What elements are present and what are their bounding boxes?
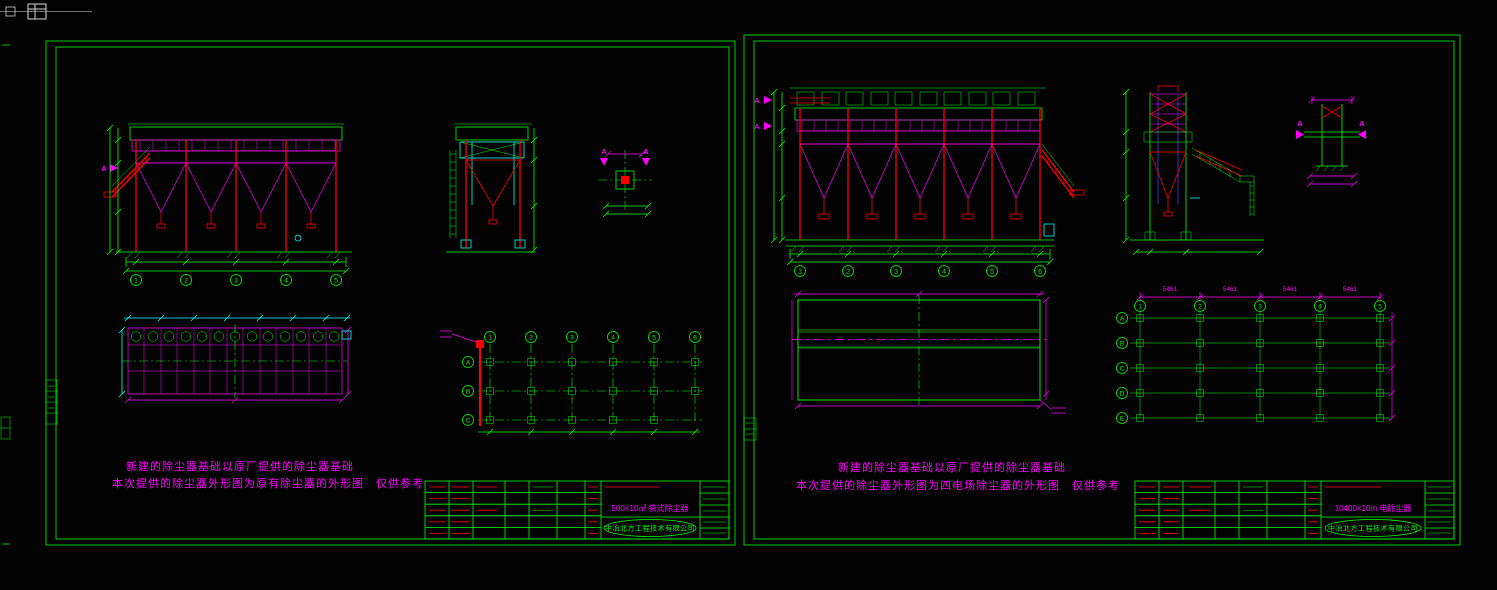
left-edge-table xyxy=(45,379,58,425)
right-sheet: A A 1 2 3 4 5 6 xyxy=(743,34,1461,546)
axis-label: 4 xyxy=(942,269,946,276)
right-notes: 新建的除尘器基础以原厂提供的除尘器基础 本次提供的除尘器外形图为四电场除尘器的外… xyxy=(796,460,1120,492)
plan-leader xyxy=(1039,399,1066,414)
axis-label: 5 xyxy=(334,278,338,285)
axis-label: 5 xyxy=(990,269,994,276)
section-label: A xyxy=(643,147,649,156)
axis-label: 1 xyxy=(488,335,492,342)
zone-marks xyxy=(0,44,11,545)
left-foundation-plan: 1 2 3 4 5 6 A B C xyxy=(440,330,702,436)
left-sheet: A 1 2 3 4 5 A xyxy=(45,40,736,546)
roof-equipment xyxy=(796,91,1036,106)
axis-label: 4 xyxy=(284,278,288,285)
note-line: 新建的除尘器基础以原厂提供的除尘器基础 xyxy=(838,460,1066,474)
axis-label: 4 xyxy=(611,335,615,342)
right-elevation-axis-bubbles: 1 2 3 4 5 6 xyxy=(794,265,1046,277)
section-arrow xyxy=(600,158,608,166)
section-label: A xyxy=(601,147,607,156)
note-line: 新建的除尘器基础以原厂提供的除尘器基础 xyxy=(126,459,354,473)
section-arrow xyxy=(764,96,772,104)
axis-label: B xyxy=(1120,341,1124,348)
tool-icon[interactable] xyxy=(5,6,16,17)
left-inner-frame xyxy=(55,46,730,540)
axis-label: 2 xyxy=(846,269,850,276)
company-logo-ellipse xyxy=(603,519,697,537)
left-detail-section: A A xyxy=(598,147,652,218)
axis-label: C xyxy=(466,418,471,425)
left-foundation-axis-bubbles: 1 2 3 4 5 6 A B C xyxy=(462,331,701,426)
section-arrow xyxy=(764,122,772,130)
axis-label: 3 xyxy=(570,335,574,342)
section-arrow xyxy=(1358,130,1366,139)
axis-label: 5 xyxy=(652,335,656,342)
section-label: A xyxy=(101,164,107,173)
axis-label: B xyxy=(466,389,470,396)
drawing-title: 500×10㎡ 袋式除尘器 xyxy=(611,503,688,513)
right-front-elevation: A A 1 2 3 4 5 6 xyxy=(754,87,1085,277)
right-outer-frame xyxy=(743,34,1461,546)
section-arrow xyxy=(110,164,118,172)
axis-label: 3 xyxy=(894,269,898,276)
top-toolbar xyxy=(0,3,92,20)
axis-label: 2 xyxy=(184,278,188,285)
app-icon[interactable] xyxy=(27,3,47,20)
section-label: A xyxy=(1297,119,1303,128)
right-title-block: 10400×10m 电除尘器 中冶北方工程技术有限公司 xyxy=(1134,480,1455,540)
company-name: 中冶北方工程技术有限公司 xyxy=(1328,524,1418,533)
note-line: 本次提供的除尘器外形图为四电场除尘器的外形图 仅供参考 xyxy=(796,478,1120,492)
axis-label: E xyxy=(1120,416,1125,423)
section-arrow xyxy=(1296,130,1304,139)
right-inner-frame xyxy=(753,40,1455,540)
axis-label: 6 xyxy=(1038,269,1042,276)
company-logo-ellipse xyxy=(1324,519,1422,537)
note-line: 本次提供的除尘器外形图为原有除尘器的外形图 仅供参考 xyxy=(112,476,424,490)
right-plan-view xyxy=(791,290,1066,414)
left-plan-view xyxy=(118,314,352,404)
left-elevation-axis-bubbles: 1 2 3 4 5 xyxy=(130,274,342,286)
dim-label: 5461 xyxy=(1163,286,1178,293)
axis-label: 3 xyxy=(1258,304,1262,311)
right-edge-table xyxy=(743,417,757,441)
axis-label: 2 xyxy=(1198,304,1202,311)
left-side-view xyxy=(446,123,538,254)
axis-label: C xyxy=(1120,366,1125,373)
axis-label: 6 xyxy=(693,335,697,342)
left-title-block: 500×10㎡ 袋式除尘器 中冶北方工程技术有限公司 xyxy=(424,480,730,540)
axis-label: 4 xyxy=(1318,304,1322,311)
right-foundation-grid: 5461 5461 5461 5461 1 2 3 4 5 A B C D E xyxy=(1116,286,1396,424)
axis-label: D xyxy=(1120,391,1125,398)
axis-label: 5 xyxy=(1378,304,1382,311)
axis-label: A xyxy=(1120,316,1125,323)
right-side-view xyxy=(1122,85,1264,256)
axis-label: 1 xyxy=(134,278,138,285)
section-arrow xyxy=(642,158,650,166)
left-notes: 新建的除尘器基础以原厂提供的除尘器基础 本次提供的除尘器外形图为原有除尘器的外形… xyxy=(112,459,424,490)
axis-label: 1 xyxy=(798,269,802,276)
dim-label: 5461 xyxy=(1223,286,1238,293)
left-front-elevation: A 1 2 3 4 5 xyxy=(101,123,352,286)
dim-label: 5461 xyxy=(1343,286,1358,293)
dim-label: 5461 xyxy=(1283,286,1298,293)
plan-bag-circles xyxy=(130,331,340,342)
axis-label: 2 xyxy=(529,335,533,342)
axis-label: 1 xyxy=(1138,304,1142,311)
company-name: 中冶北方工程技术有限公司 xyxy=(605,524,695,533)
right-grid-axis-bubbles: 1 2 3 4 5 A B C D E xyxy=(1116,300,1386,424)
axis-label: 3 xyxy=(234,278,238,285)
drawing-title: 10400×10m 电除尘器 xyxy=(1335,503,1412,513)
left-outer-frame xyxy=(45,40,736,546)
axis-label: A xyxy=(466,360,471,367)
section-label: A xyxy=(754,122,760,131)
section-label: A xyxy=(754,96,760,105)
right-detail-section: A A xyxy=(1296,96,1366,188)
section-label: A xyxy=(1359,119,1365,128)
